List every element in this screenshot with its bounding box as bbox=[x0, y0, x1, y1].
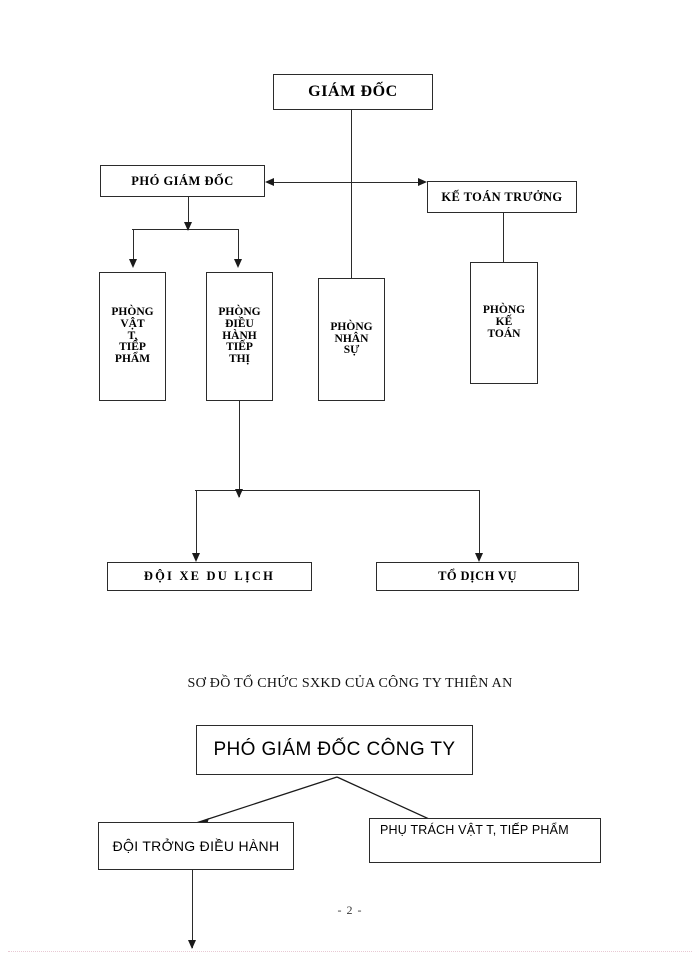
node-supplies-officer[interactable]: PHỤ TRÁCH VẬT T, TIẾP PHẨM bbox=[369, 818, 601, 863]
node-chief-accountant[interactable]: KẾ TOÁN TRƯỞNG bbox=[427, 181, 577, 213]
node-dept-accounting[interactable]: PHÒNG KẾ TOÁN bbox=[470, 262, 538, 384]
page-number-text: - 2 - bbox=[337, 903, 363, 917]
node-deputy-director-label: PHÓ GIÁM ĐỐC bbox=[131, 173, 234, 188]
page-number: - 2 - bbox=[0, 903, 700, 918]
arrow-to-service-group bbox=[474, 553, 483, 562]
node-dept-personnel[interactable]: PHÒNG NHÂN SỰ bbox=[318, 278, 385, 401]
node-service-group[interactable]: TỔ DỊCH VỤ bbox=[376, 562, 579, 591]
connector-bar-bottom bbox=[195, 490, 480, 491]
connector-to-supplies bbox=[133, 229, 134, 263]
node-operations-team-leader[interactable]: ĐỘI TRỞNG ĐIỀU HÀNH bbox=[98, 822, 294, 870]
connector-to-service-group bbox=[479, 490, 480, 556]
footer-divider bbox=[8, 951, 692, 952]
node-supplies-officer-label: PHỤ TRÁCH VẬT T, TIẾP PHẨM bbox=[380, 823, 569, 837]
connector-accountant-to-dept bbox=[503, 213, 504, 276]
node-dept-supplies-label: PHÒNG VẬT T, TIẾP PHẨM bbox=[111, 305, 154, 366]
arrow-to-supplies-dept bbox=[128, 259, 137, 268]
node-dept-operations[interactable]: PHÒNG ĐIỀU HÀNH TIẾP THỊ bbox=[206, 272, 273, 401]
connector-team-leader-down bbox=[192, 870, 193, 948]
arrow-to-operations-dept bbox=[233, 259, 242, 268]
connector-director-to-personnel bbox=[351, 182, 352, 278]
chart2-caption: SƠ ĐỒ TỔ CHỨC SXKD CỦA CÔNG TY THIÊN AN bbox=[0, 676, 700, 692]
arrow-team-leader-down bbox=[187, 940, 196, 949]
node-service-group-label: TỔ DỊCH VỤ bbox=[438, 569, 517, 583]
connector-to-tour-car-team bbox=[196, 490, 197, 556]
node-tour-car-team[interactable]: ĐỘI XE DU LỊCH bbox=[107, 562, 312, 591]
node-deputy-director-company-label: PHÓ GIÁM ĐỐC CÔNG TY bbox=[213, 739, 456, 761]
node-chief-accountant-label: KẾ TOÁN TRƯỞNG bbox=[441, 189, 563, 204]
node-dept-supplies[interactable]: PHÒNG VẬT T, TIẾP PHẨM bbox=[99, 272, 166, 401]
chart2-caption-text: SƠ ĐỒ TỔ CHỨC SXKD CỦA CÔNG TY THIÊN AN bbox=[187, 676, 513, 691]
arrow-to-tour-car-team bbox=[191, 553, 200, 562]
node-director[interactable]: GIÁM ĐỐC bbox=[273, 74, 433, 110]
node-deputy-director-company[interactable]: PHÓ GIÁM ĐỐC CÔNG TY bbox=[196, 725, 473, 775]
connector-operations-trunk bbox=[239, 340, 240, 497]
connector-to-operations bbox=[238, 229, 239, 263]
connector-director-trunk bbox=[351, 110, 352, 182]
node-dept-operations-label: PHÒNG ĐIỀU HÀNH TIẾP THỊ bbox=[218, 305, 261, 366]
arrow-to-deputy-director bbox=[265, 177, 274, 186]
node-dept-accounting-label: PHÒNG KẾ TOÁN bbox=[482, 304, 526, 340]
node-operations-team-leader-label: ĐỘI TRỞNG ĐIỀU HÀNH bbox=[112, 837, 280, 854]
connector-bar-level2 bbox=[270, 182, 423, 183]
node-deputy-director[interactable]: PHÓ GIÁM ĐỐC bbox=[100, 165, 265, 197]
arrow-to-chief-accountant bbox=[418, 177, 427, 186]
arrow-deputy-trunk-tip bbox=[183, 222, 192, 231]
node-director-label: GIÁM ĐỐC bbox=[308, 82, 398, 100]
arrow-operations-trunk-tip bbox=[234, 489, 243, 498]
connector-deputy-trunk bbox=[188, 197, 189, 228]
node-tour-car-team-label: ĐỘI XE DU LỊCH bbox=[143, 569, 276, 583]
node-dept-personnel-label: PHÒNG NHÂN SỰ bbox=[330, 320, 373, 357]
